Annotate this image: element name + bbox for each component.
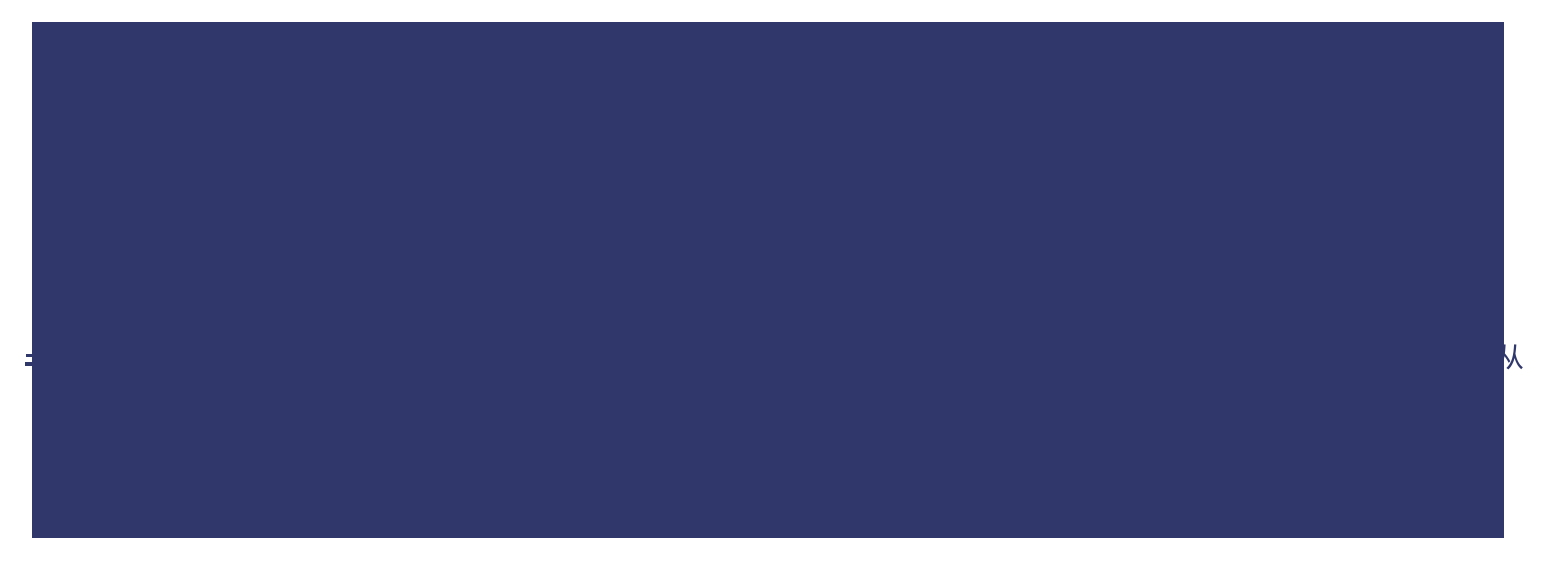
clipped-character-stroke <box>26 354 33 357</box>
clipped-character-stroke <box>25 362 33 366</box>
solid-content-panel <box>32 22 1504 538</box>
